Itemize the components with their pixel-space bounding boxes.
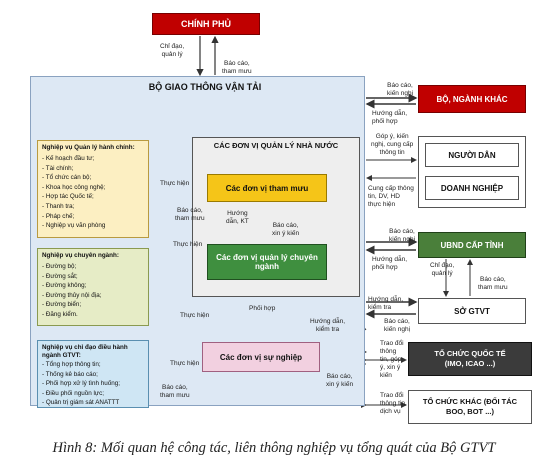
dot-guide-label: Hướng dẫn, kiểm tra (368, 296, 403, 311)
panel-item: - Tổ chức cán bộ; (42, 174, 92, 182)
advisory-units-box: Các đơn vị tham mưu (207, 174, 327, 202)
panel-item: - Tài chính; (42, 164, 74, 172)
province-report-label: Báo cáo, kiến nghị (389, 228, 416, 243)
panel-item: - Tổng hợp thông tin; (42, 361, 101, 368)
panel-item: - Đăng kiểm. (42, 311, 78, 318)
coordinate-label: Phối hợp (249, 305, 276, 312)
gov-up-label: Báo cáo, tham mưu (222, 60, 252, 75)
operation-panel: Nghiệp vụ chỉ đạo điều hành ngành GTVT: … (37, 340, 149, 408)
ministry-title: BỘ GIAO THÔNG VẬN TẢI (148, 82, 262, 92)
panel-item: - Đường sắt; (42, 272, 78, 280)
perform-label-1: Thực hiện (160, 180, 190, 187)
government-box: CHÍNH PHỦ (152, 13, 260, 35)
perform-label-4: Thực hiện (170, 360, 200, 367)
panel-item: - Quản trị giám sát ANATTT (42, 399, 120, 407)
province-direct-label: Chỉ đạo, quản lý (430, 262, 455, 277)
province-guide-label: Hướng dẫn, phối hợp (372, 256, 407, 271)
panel-item: - Hợp tác Quốc tế; (42, 193, 94, 201)
panel-item: - Đường bộ; (42, 263, 77, 270)
panel-item: - Khoa học công nghệ; (42, 183, 106, 191)
figure-caption: Hình 8: Mối quan hệ công tác, liên thông… (52, 440, 496, 456)
gov-down-label: Chỉ đạo, quản lý (160, 43, 185, 58)
other-org-box: TỔ CHỨC KHÁC (ĐỐI TÁC BOO, BOT ...) (408, 390, 532, 424)
report-advise-label-2: Báo cáo, tham mưu (160, 384, 190, 399)
specialized-panel: Nghiệp vụ chuyên ngành: - Đường bộ; - Đườ… (37, 248, 149, 326)
citizens-box: NGƯỜI DÂN (425, 143, 519, 167)
admin-panel: Nghiệp vụ Quản lý hành chính: - Kế hoạch… (37, 140, 149, 238)
report-review-label-2: Báo cáo, xin ý kiến (326, 373, 354, 388)
report-review-label: Báo cáo, xin ý kiến (272, 222, 300, 237)
panel-item: - Pháp chế; (42, 212, 75, 220)
ministries-guide-label: Hướng dẫn, phối hợp (372, 110, 407, 125)
panel-item: - Điều phối nguồn lực; (42, 389, 104, 397)
citizens-in-label: Góp ý, kiến nghị, cung cấp thông tin (371, 133, 414, 156)
ministries-report-label: Báo cáo, kiến nghị (387, 82, 414, 97)
panel-item: - Thanh tra; (42, 203, 75, 210)
guide-kt-label: Hướng dẫn, KT (226, 210, 249, 225)
citizens-out-label: Cung cấp thông tin, DV, HD thực hiện (368, 185, 414, 208)
specialized-units-box: Các đơn vị quản lý chuyên ngành (207, 244, 327, 280)
perform-label-3: Thực hiện (180, 312, 210, 319)
panel-item: - Thống kê báo cáo; (42, 370, 98, 378)
panel-item: - Kế hoạch đầu tư; (42, 155, 95, 162)
panel-item: - Đường thủy nội địa; (42, 291, 102, 299)
panel-item: - Đường không; (42, 282, 87, 290)
panel-item: - Đường biển; (42, 301, 82, 309)
state-units-title: CÁC ĐƠN VỊ QUẢN LÝ NHÀ NƯỚC (213, 141, 339, 150)
operation-panel-title: Nghiệp vụ chỉ đạo điều hành ngành GTVT: (42, 344, 128, 360)
specialized-panel-title: Nghiệp vụ chuyên ngành: (42, 252, 119, 259)
other-ministries-box: BỘ, NGÀNH KHÁC (418, 85, 526, 113)
enterprises-box: DOANH NGHIỆP (425, 176, 519, 200)
province-box: UBND CẤP TỈNH (418, 232, 526, 258)
dot-up-label: Báo cáo, kiến nghị (384, 318, 411, 333)
dot-report-label: Báo cáo, tham mưu (478, 276, 508, 291)
guide-check-label: Hướng dẫn, kiểm tra (310, 318, 345, 333)
report-advise-label: Báo cáo, tham mưu (175, 207, 205, 222)
perform-label-2: Thực hiện (173, 241, 203, 248)
admin-panel-title: Nghiệp vụ Quản lý hành chính: (42, 144, 135, 151)
other-label: Trao đổi thông tin, dịch vụ (380, 392, 407, 415)
intl-org-box: TỔ CHỨC QUỐC TẾ (IMO, ICAO ...) (408, 342, 532, 376)
panel-item: - Nghiệp vụ văn phòng (42, 222, 106, 230)
intl-label: Trao đổi thông tin, góp ý, xin ý kiến (380, 340, 404, 379)
service-units-box: Các đơn vị sự nghiệp (202, 342, 320, 372)
panel-item: - Phối hợp xử lý tình huống; (42, 380, 121, 388)
dot-box: SỞ GTVT (418, 298, 526, 324)
